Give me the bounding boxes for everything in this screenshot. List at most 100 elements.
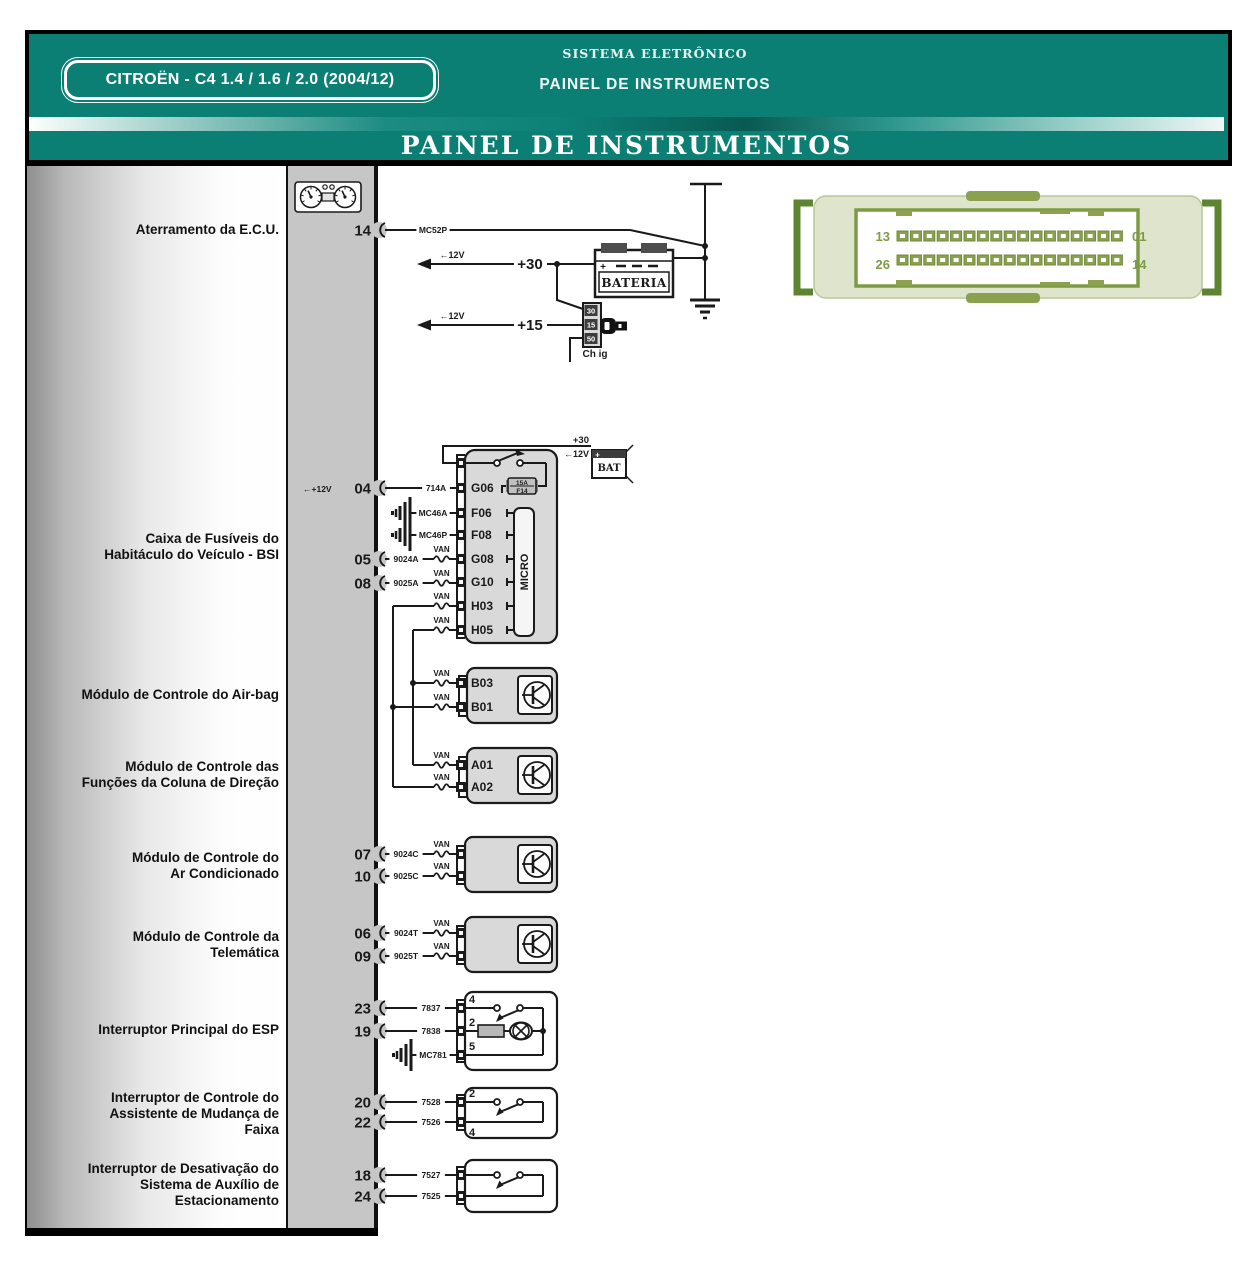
diagram-text: A01 — [471, 758, 493, 772]
diagram-text: 4 — [469, 1127, 476, 1139]
wire-label: 9025T — [394, 951, 419, 961]
label-modulo-ar-condicionado: Módulo de Controle do Ar Condicionado — [132, 850, 279, 881]
panel-pin-number: 04 — [354, 481, 371, 498]
wire-label: 9024A — [393, 554, 418, 564]
footer-bar — [25, 1228, 378, 1236]
ignition-terminal: 15 — [587, 321, 595, 330]
diagram-text: + — [595, 451, 600, 460]
wire-label-van: VAN — [433, 840, 450, 849]
panel-pin-number: 06 — [354, 926, 371, 943]
battery-label: BATERIA — [601, 276, 666, 290]
panel-pin-number: 07 — [354, 847, 371, 864]
panel-pin-number: 20 — [354, 1095, 371, 1112]
diagram-text: ←12V — [439, 311, 464, 321]
wire-label-van: VAN — [433, 919, 450, 928]
bsi-pin-label: H03 — [471, 599, 493, 613]
diagram-text: B01 — [471, 700, 493, 714]
instrument-cluster-icon — [294, 181, 362, 213]
bsi-pin-label: G06 — [471, 481, 494, 495]
panel-pin-number: 22 — [354, 1115, 371, 1132]
system-label: SISTEMA ELETRÔNICO — [562, 46, 748, 61]
wire-label: 9025A — [393, 578, 418, 588]
wire-label-van: VAN — [433, 693, 450, 702]
bsi-pin-label: F08 — [471, 528, 492, 542]
ignition-terminal: 30 — [587, 307, 595, 316]
label-interruptor-mudanca-faixa: Interruptor de Controle do Assistente de… — [109, 1090, 279, 1137]
wire-label: MC781 — [419, 1050, 447, 1060]
diagram-text: +30 — [517, 256, 542, 273]
plus30-feed: ←12V +30 — [417, 250, 595, 310]
parking-assist-switch: 7527 7525 — [385, 1158, 559, 1214]
fuse-id: F14 — [516, 488, 528, 495]
diagram-text: 2 — [469, 1017, 475, 1029]
panel-pin-number: 18 — [354, 1168, 371, 1185]
wire-label: MC46A — [419, 508, 448, 518]
diagram-text: A02 — [471, 780, 493, 794]
diagram-text: 4 — [469, 994, 476, 1006]
wire-label: 7837 — [422, 1003, 441, 1013]
page-title: PAINEL DE INSTRUMENTOS — [400, 131, 853, 160]
label-modulo-coluna-direcao: Módulo de Controle das Funções da Coluna… — [81, 759, 279, 790]
plus15-feed: ←12V +15 — [417, 311, 583, 334]
wire-label-van: VAN — [433, 592, 450, 601]
subsystem-label: PAINEL DE INSTRUMENTOS — [539, 76, 771, 93]
wire-label: 7528 — [422, 1097, 441, 1107]
diagram-text: ←12V — [564, 449, 589, 459]
fuse-rating: 15A — [516, 480, 528, 487]
wire-label-van: VAN — [433, 569, 450, 578]
panel-pin-number: 09 — [354, 949, 371, 966]
diagram-text: 5 — [469, 1041, 475, 1053]
wire-label-van: VAN — [433, 616, 450, 625]
bsi-pin-label: G10 — [471, 575, 494, 589]
ignition-terminal: 50 — [587, 335, 595, 344]
diagram-text: B03 — [471, 676, 493, 690]
model-badge: CITROËN - C4 1.4 / 1.6 / 2.0 (2004/12) — [64, 60, 436, 100]
wire-label-van: VAN — [433, 545, 450, 554]
bsi-box: +30←12V+BATG06F06F08G08G10H03H0515AF14MI… — [442, 435, 634, 645]
panel-pin-number: 05 — [354, 552, 371, 569]
label-interruptor-estacionamento: Interruptor de Desativação do Sistema de… — [87, 1161, 279, 1208]
connector-pinout: 13 01 26 14 — [793, 191, 1222, 303]
wire-label: 7525 — [422, 1191, 441, 1201]
panel-pin-number: 23 — [354, 1001, 371, 1018]
battery-plus: + — [600, 262, 606, 273]
bsi-pin-label: F06 — [471, 506, 492, 520]
wire-label: MC52P — [419, 225, 448, 235]
gradient-band — [29, 117, 1224, 131]
label-interruptor-esp: Interruptor Principal do ESP — [98, 1022, 279, 1037]
wire-label: 9025C — [393, 871, 418, 881]
wire-label-van: VAN — [433, 669, 450, 678]
model-badge-label: CITROËN - C4 1.4 / 1.6 / 2.0 (2004/12) — [105, 71, 395, 88]
wire-label-van: VAN — [433, 942, 450, 951]
connector-pin-number: 14 — [1132, 257, 1147, 272]
ecu-panel-strip — [286, 166, 378, 1228]
diagram-text: ←12V — [439, 250, 464, 260]
diagram-text: 2 — [469, 1088, 475, 1100]
bsi-pin-label: G08 — [471, 552, 494, 566]
connector-pin-number: 26 — [876, 257, 890, 272]
ecu-ground-wire: MC52P — [385, 182, 722, 320]
panel-pin-number: 08 — [354, 576, 371, 593]
connector-pin-number: 13 — [876, 229, 890, 244]
diagram-text: +30 — [573, 435, 589, 446]
diagram-text: +15 — [517, 317, 542, 334]
wire-label-van: VAN — [433, 773, 450, 782]
bsi-pin-label: H05 — [471, 623, 493, 637]
connector-pin-number: 01 — [1132, 229, 1146, 244]
label-modulo-telematica: Módulo de Controle da Telemática — [132, 929, 279, 960]
wire-label: 714A — [426, 483, 446, 493]
panel-pin-number: 10 — [354, 869, 371, 886]
sidebar — [25, 166, 288, 1228]
label-caixa-fusiveis-bsi: Caixa de Fusíveis do Habitáculo do Veícu… — [104, 531, 279, 562]
arrow-12v-icon — [417, 319, 431, 331]
panel-pin-number: 14 — [354, 223, 371, 240]
wire-label: 9024C — [393, 849, 418, 859]
wire-label: 7527 — [422, 1170, 441, 1180]
